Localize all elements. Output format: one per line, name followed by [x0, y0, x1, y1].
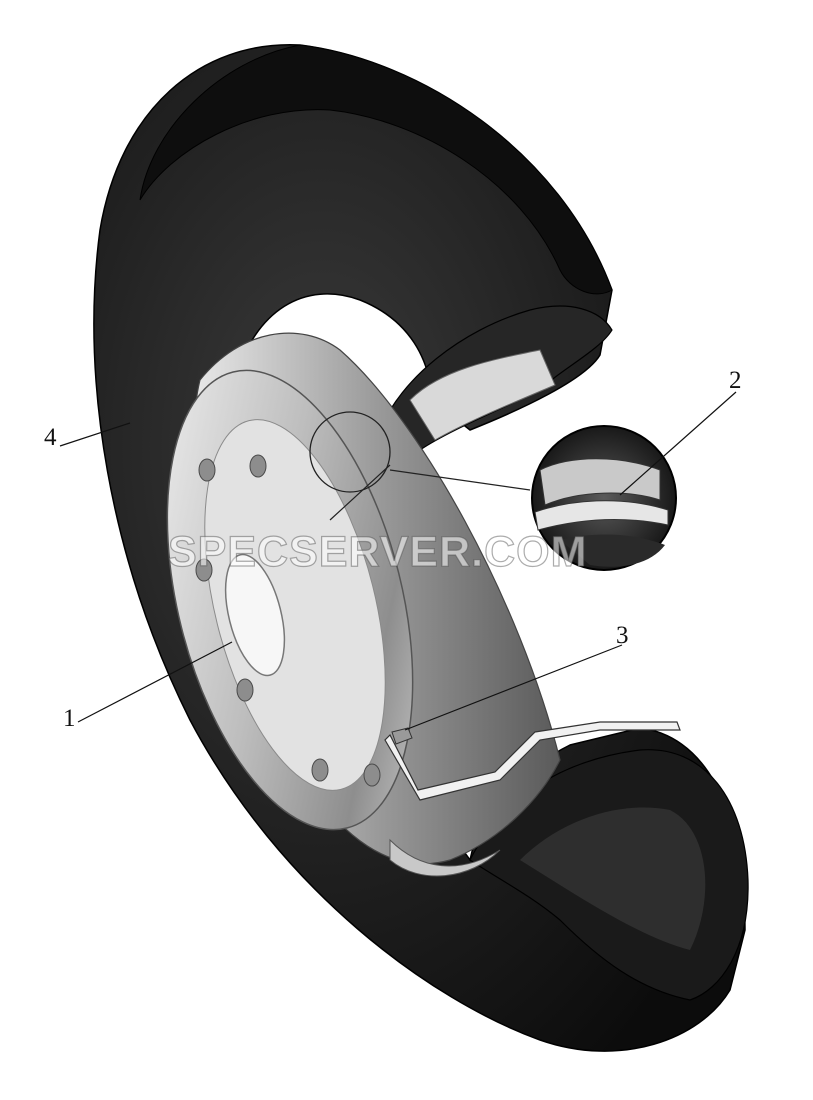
- tire-lower-inner: [520, 807, 706, 950]
- tire-tread-top: [139, 44, 613, 295]
- detail-marker-circle: [309, 411, 391, 493]
- inset-connector-line: [389, 469, 531, 491]
- inset-rim-bead: [539, 458, 661, 506]
- leader-line-1: [77, 641, 233, 723]
- bolt-hole: [311, 758, 329, 782]
- bolt-hole: [236, 678, 254, 702]
- callout-label-3: 3: [616, 622, 629, 649]
- leader-line-4: [59, 422, 131, 447]
- rim-lower-flange: [384, 721, 681, 801]
- valve-stem: [391, 727, 413, 745]
- rim-lower-edge: [389, 838, 501, 877]
- callout-label-4: 4: [44, 424, 57, 451]
- callout-label-2: 2: [729, 367, 742, 394]
- bolt-hole: [198, 458, 216, 482]
- inset-connector-line: [329, 464, 391, 521]
- bolt-hole: [195, 558, 213, 582]
- rim-upper-flange: [409, 349, 556, 441]
- bolt-holes: [195, 454, 381, 787]
- magnified-inset: [531, 425, 677, 571]
- bolt-hole: [363, 763, 381, 787]
- watermark-text: SPECSERVER.COM: [167, 527, 588, 576]
- callout-label-1: 1: [63, 705, 76, 732]
- leader-line-2: [619, 391, 737, 496]
- hub-center-hole: [224, 553, 286, 677]
- leader-line-3: [404, 644, 623, 731]
- bolt-hole: [249, 454, 267, 478]
- inset-tire-bead: [560, 534, 665, 567]
- inset-lock-ring: [534, 500, 669, 531]
- wheel-rim: [166, 332, 681, 877]
